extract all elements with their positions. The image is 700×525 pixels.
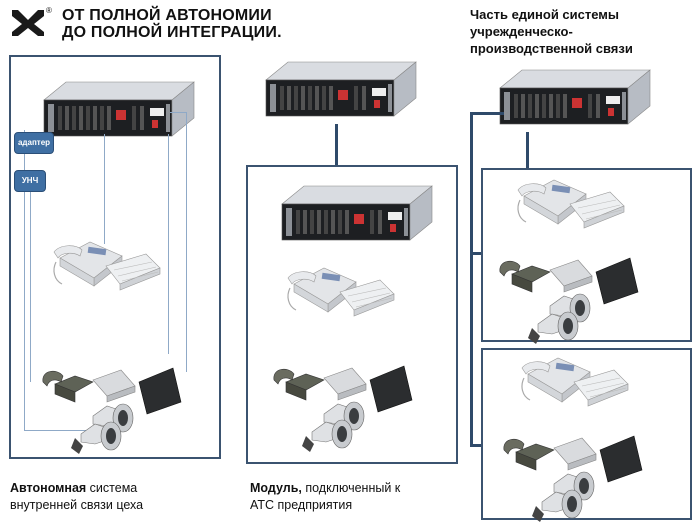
wire-rack-down: [104, 134, 105, 244]
connector-right-vertical: [470, 112, 473, 447]
connector-right-mid: [470, 252, 482, 255]
right-title-line-3: производственной связи: [470, 41, 633, 56]
wire-amp: [30, 182, 31, 382]
phones-mid: [287, 267, 395, 317]
phones-right-2: [521, 357, 629, 407]
caption-autonomous-bold: Автономная: [10, 481, 87, 495]
caption-module-rest: подключенный к: [301, 481, 401, 495]
brand-logo: ®: [10, 6, 52, 38]
rack-mid: [281, 185, 433, 241]
right-title: Часть единой системы учрежденческо- прои…: [470, 6, 633, 57]
wire-left-outer: [24, 130, 25, 430]
phones-left: [53, 241, 161, 291]
title-line-2: ДО ПОЛНОЙ ИНТЕГРАЦИИ.: [62, 24, 282, 41]
rack-right-top: [499, 69, 651, 125]
adapter-tag: адаптер: [14, 132, 54, 154]
outdoor-devices-left: [42, 367, 182, 455]
wire-left-bottom: [24, 430, 104, 431]
page-title: ОТ ПОЛНОЙ АВТОНОМИИ ДО ПОЛНОЙ ИНТЕГРАЦИИ…: [62, 7, 282, 41]
caption-autonomous-line-2: внутренней связи цеха: [10, 498, 144, 512]
amplifier-tag: УНЧ: [14, 170, 46, 192]
connector-right-rack: [526, 132, 529, 170]
outdoor-devices-right-1: [499, 257, 639, 345]
registered-mark: ®: [46, 6, 52, 15]
caption-autonomous-rest: система: [86, 481, 138, 495]
caption-module-line-2: АТС предприятия: [250, 498, 353, 512]
caption-module-bold: Модуль,: [250, 481, 302, 495]
phones-right-1: [517, 179, 625, 229]
wire-right-2-top: [170, 112, 186, 113]
connector-mid: [335, 124, 338, 166]
brand-logo-icon: [12, 10, 44, 36]
title-line-1: ОТ ПОЛНОЙ АВТОНОМИИ: [62, 7, 272, 24]
rack-mid-top: [265, 61, 417, 117]
outdoor-devices-right-2: [503, 435, 643, 523]
caption-autonomous: Автономная система внутренней связи цеха: [10, 480, 230, 514]
wire-right-2: [186, 112, 187, 372]
wire-right-1: [168, 134, 169, 354]
connector-right-low: [470, 444, 482, 447]
right-title-line-2: учрежденческо-: [470, 24, 573, 39]
right-title-line-1: Часть единой системы: [470, 7, 620, 22]
outdoor-devices-mid: [273, 365, 413, 453]
caption-module: Модуль, подключенный к АТС предприятия: [250, 480, 470, 514]
connector-right-top: [470, 112, 504, 115]
